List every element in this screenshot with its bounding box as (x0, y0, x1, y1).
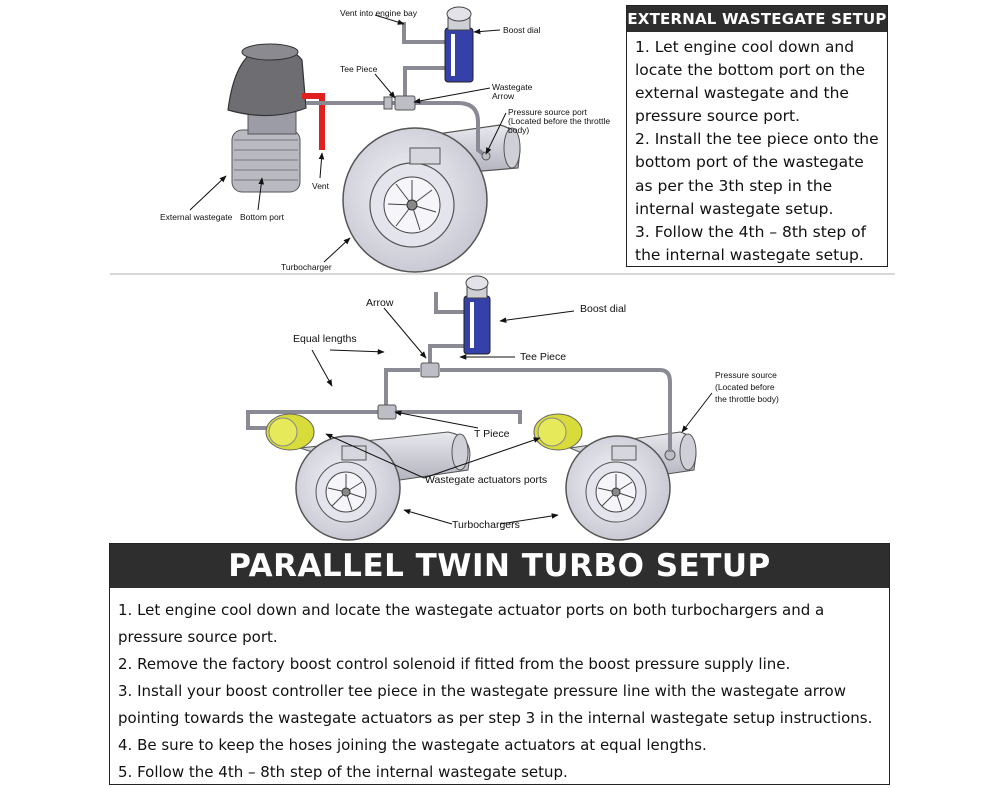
label-pressure-source-line3: body) (508, 125, 530, 135)
external-step: 2. Install the tee piece onto the bottom… (635, 130, 879, 218)
label-pressure-source-twin-line1: Pressure source (715, 370, 777, 380)
label-t-piece: T Piece (474, 428, 510, 440)
twin-turbo-steps: 1. Let engine cool down and locate the w… (110, 588, 889, 786)
label-boost-dial: Boost dial (503, 25, 541, 35)
label-vent-engine-bay: Vent into engine bay (340, 8, 418, 18)
label-tee-piece-twin: Tee Piece (520, 351, 567, 363)
external-wastegate-steps: 1. Let engine cool down and locate the b… (627, 32, 887, 267)
label-tee-piece: Tee Piece (340, 64, 378, 74)
external-wastegate-icon (227, 43, 307, 193)
twin-step: 5. Follow the 4th – 8th step of the inte… (118, 763, 568, 781)
twin-step: 3. Install your boost controller tee pie… (118, 682, 873, 727)
turbocharger-right-icon (565, 431, 697, 541)
label-arrow: Arrow (366, 297, 394, 309)
label-pressure-source-twin-line2: (Located before (715, 382, 775, 392)
external-wastegate-diagram (189, 6, 521, 273)
label-wastegate-arrow-line2: Arrow (492, 91, 515, 101)
external-wastegate-panel: EXTERNAL WASTEGATE SETUP 1. Let engine c… (626, 5, 888, 267)
label-wastegate-actuator-ports: Wastegate actuators ports (425, 474, 548, 486)
label-pressure-source-line1: Pressure source port (508, 107, 587, 117)
actuator-left-icon (265, 413, 315, 451)
turbocharger-left-icon (295, 431, 471, 541)
twin-turbo-heading: PARALLEL TWIN TURBO SETUP (110, 544, 889, 588)
label-equal-lengths: Equal lengths (293, 333, 357, 345)
label-boost-dial-twin: Boost dial (580, 303, 627, 315)
label-pressure-source-line2: (Located before the throttle (508, 116, 611, 126)
external-step: 3. Follow the 4th – 8th step of the inte… (635, 222, 867, 264)
boost-controller-twin-icon (463, 275, 491, 355)
label-turbocharger: Turbocharger (281, 262, 332, 272)
twin-step: 4. Be sure to keep the hoses joining the… (118, 736, 707, 754)
external-step: 1. Let engine cool down and locate the b… (635, 38, 866, 126)
twin-turbo-diagram (246, 275, 713, 541)
twin-step: 2. Remove the factory boost control sole… (118, 655, 791, 673)
twin-step: 1. Let engine cool down and locate the w… (118, 601, 825, 646)
twin-turbo-panel: PARALLEL TWIN TURBO SETUP 1. Let engine … (109, 543, 890, 785)
label-bottom-port: Bottom port (240, 212, 284, 222)
boost-controller-icon (444, 6, 474, 83)
label-wastegate-arrow-line1: Wastegate (492, 82, 533, 92)
label-external-wastegate: External wastegate (160, 212, 233, 222)
label-vent: Vent (312, 181, 330, 191)
label-pressure-source-twin-line3: the throttle body) (715, 394, 779, 404)
actuator-right-icon (533, 413, 583, 451)
turbocharger-icon (342, 124, 521, 273)
label-turbochargers: Turbochargers (452, 519, 520, 531)
external-wastegate-heading: EXTERNAL WASTEGATE SETUP (627, 6, 887, 32)
